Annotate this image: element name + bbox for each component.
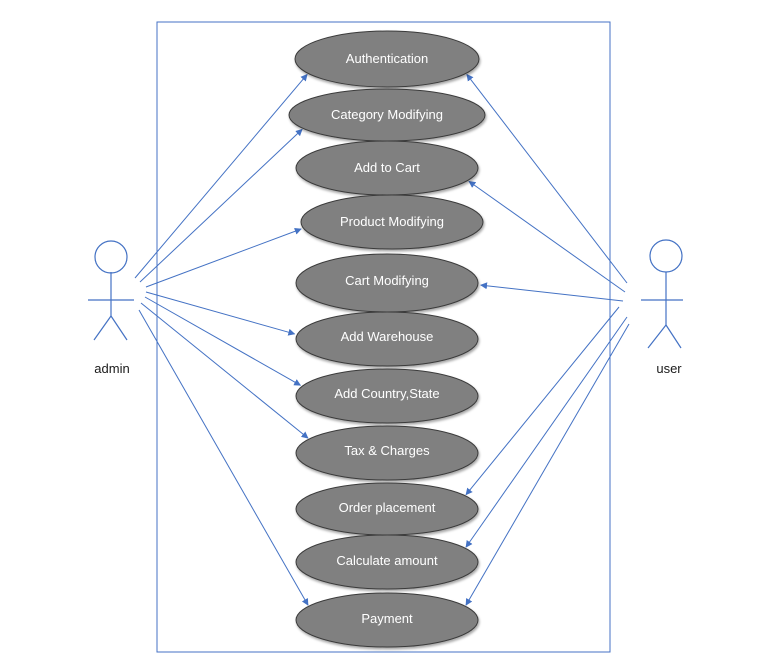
actor-admin[interactable]	[88, 240, 134, 341]
use-case-ellipse	[295, 592, 479, 648]
association-arrow-user-payment	[465, 323, 630, 606]
association-arrow-user-authentication	[466, 73, 628, 284]
use-case-add-warehouse[interactable]: Add Warehouse	[295, 311, 479, 367]
actor-head-icon	[94, 240, 128, 274]
actor-user[interactable]	[641, 239, 683, 349]
use-case-label: Add Warehouse	[341, 329, 434, 344]
use-case-ellipse	[294, 30, 480, 88]
use-case-label: Category Modifying	[331, 107, 443, 122]
association-arrow-admin-add-country-state	[144, 296, 302, 386]
use-case-ellipse	[295, 368, 479, 424]
use-case-authentication[interactable]: Authentication	[294, 30, 480, 88]
association-arrow-admin-add-warehouse	[145, 291, 296, 336]
use-case-ellipse	[295, 425, 479, 481]
use-case-ellipse	[295, 534, 479, 590]
actor-label-user: user	[656, 361, 682, 376]
use-case-ellipse	[295, 311, 479, 367]
actor-leg-right	[110, 315, 128, 341]
actor-head-icon	[649, 239, 683, 273]
association-lines	[134, 73, 630, 606]
use-case-label: Authentication	[346, 51, 428, 66]
association-arrow-admin-product-modifying	[145, 227, 302, 288]
association-arrow-user-cart-modifying	[480, 282, 624, 302]
use-case-cart-modifying[interactable]: Cart Modifying	[295, 253, 479, 313]
use-case-ellipse	[300, 194, 484, 250]
association-arrow-admin-payment	[138, 309, 309, 606]
association-arrow-admin-category-modifying	[139, 128, 303, 283]
actor-leg-left	[93, 315, 112, 341]
actor-leg-right	[665, 324, 682, 349]
use-case-label: Add Country,State	[334, 386, 439, 401]
use-case-label: Calculate amount	[336, 553, 438, 568]
system-boundary	[156, 21, 611, 653]
use-cases: Authentication Category Modifying Add to…	[288, 30, 486, 648]
use-case-label: Order placement	[339, 500, 436, 515]
use-case-label: Product Modifying	[340, 214, 444, 229]
use-case-add-country-state[interactable]: Add Country,State	[295, 368, 479, 424]
use-case-label: Tax & Charges	[344, 443, 430, 458]
use-case-add-to-cart[interactable]: Add to Cart	[295, 140, 479, 196]
use-case-label: Payment	[361, 611, 413, 626]
use-case-tax-charges[interactable]: Tax & Charges	[295, 425, 479, 481]
association-arrow-user-order-placement	[465, 306, 620, 496]
association-arrow-user-add-to-cart	[468, 180, 626, 293]
actor-leg-left	[647, 324, 667, 349]
use-case-label: Add to Cart	[354, 160, 420, 175]
use-case-payment[interactable]: Payment	[295, 592, 479, 648]
use-case-order-placement[interactable]: Order placement	[295, 482, 479, 536]
actor-label-admin: admin	[94, 361, 129, 376]
use-case-calculate-amount[interactable]: Calculate amount	[295, 534, 479, 590]
use-case-label: Cart Modifying	[345, 273, 429, 288]
association-arrow-admin-tax-charges	[140, 302, 309, 439]
association-arrow-user-calculate-amount	[465, 316, 628, 548]
use-case-product-modifying[interactable]: Product Modifying	[300, 194, 484, 250]
use-case-category-modifying[interactable]: Category Modifying	[288, 88, 486, 142]
association-arrow-admin-authentication	[134, 73, 308, 279]
